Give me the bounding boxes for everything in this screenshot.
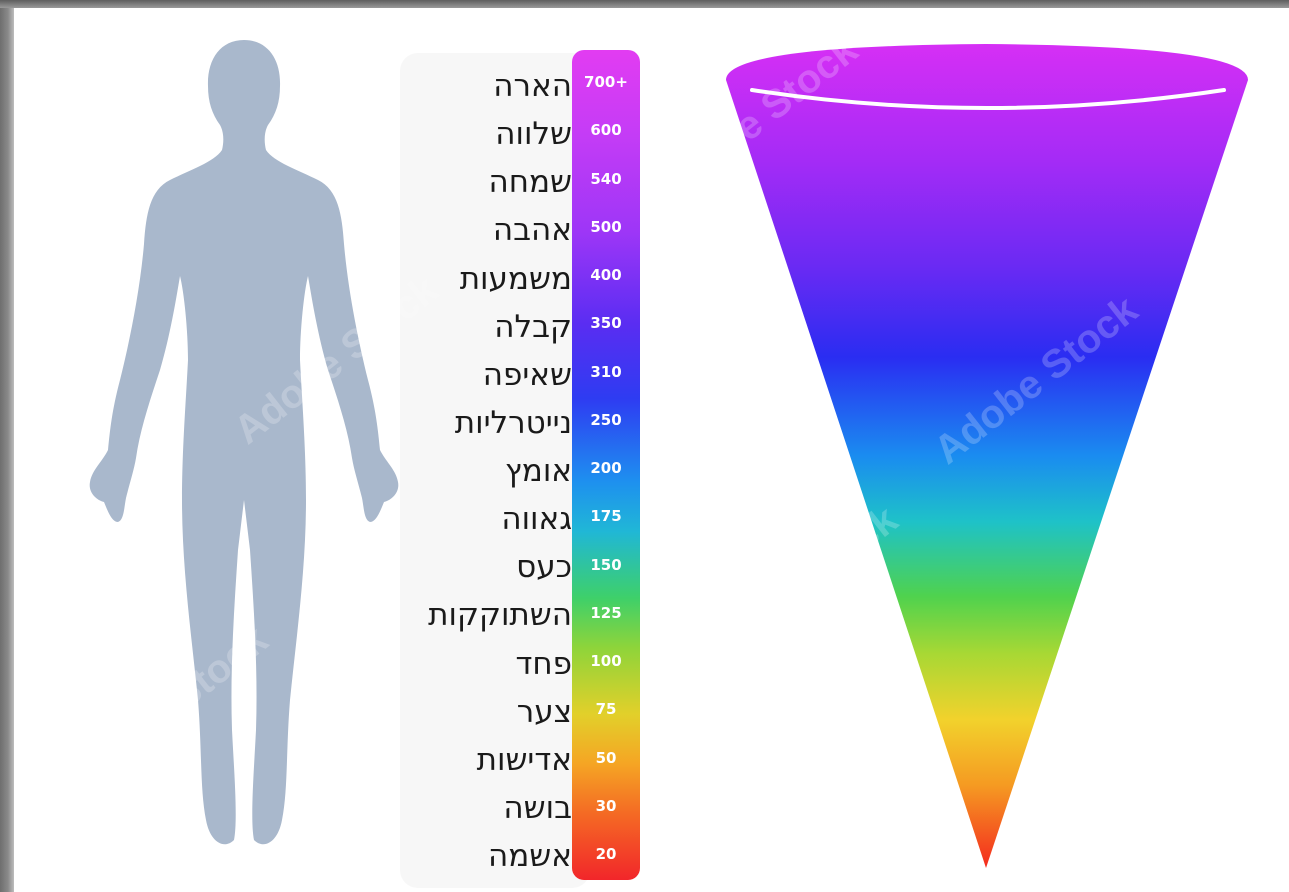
- scale-value: 350: [572, 303, 640, 343]
- emotion-label: בושה: [394, 788, 574, 828]
- emotion-label: אשמה: [394, 836, 574, 876]
- emotion-label: שמחה: [394, 162, 574, 202]
- emotion-label: אומץ: [394, 451, 574, 491]
- scale-value: 20: [572, 834, 640, 874]
- scale-value: 600: [572, 110, 640, 150]
- emotion-label: גאווה: [394, 499, 574, 539]
- emotion-label: הארה: [394, 66, 574, 106]
- scale-value: 125: [572, 593, 640, 633]
- emotion-label: צער: [394, 692, 574, 732]
- emotion-label: אדישות: [394, 740, 574, 780]
- emotion-label: משמעות: [394, 259, 574, 299]
- scale-value: 500: [572, 207, 640, 247]
- emotion-label: קבלה: [394, 307, 574, 347]
- emotion-label: פחד: [394, 644, 574, 684]
- cone-body: [726, 44, 1248, 868]
- scale-value: 30: [572, 786, 640, 826]
- scale-value: 175: [572, 496, 640, 536]
- scale-value: 100: [572, 641, 640, 681]
- emotion-label: שלווה: [394, 114, 574, 154]
- emotion-label: אהבה: [394, 210, 574, 250]
- emotion-label: נייטרליות: [394, 403, 574, 443]
- scale-value: 700+: [572, 62, 640, 102]
- frame-top-edge: [0, 0, 1289, 8]
- human-silhouette: [74, 30, 414, 870]
- emotion-label: השתוקקות: [394, 595, 574, 635]
- scale-value: 50: [572, 738, 640, 778]
- scale-value: 75: [572, 689, 640, 729]
- emotion-labels: הארה שלווה שמחה אהבה משמעות קבלה שאיפה נ…: [394, 60, 574, 880]
- scale-value: 150: [572, 545, 640, 585]
- scale-value: 540: [572, 159, 640, 199]
- scale-value: 250: [572, 400, 640, 440]
- spectrum-cone: [714, 28, 1274, 878]
- scale-value: 310: [572, 352, 640, 392]
- scale-value: 200: [572, 448, 640, 488]
- diagram-panel: הארה שלווה שמחה אהבה משמעות קבלה שאיפה נ…: [14, 8, 1289, 892]
- scale-value: 400: [572, 255, 640, 295]
- emotion-label: כעס: [394, 547, 574, 587]
- vibration-scale-bar: 700+ 600 540 500 400 350 310 250 200 175…: [572, 50, 640, 880]
- emotion-label: שאיפה: [394, 355, 574, 395]
